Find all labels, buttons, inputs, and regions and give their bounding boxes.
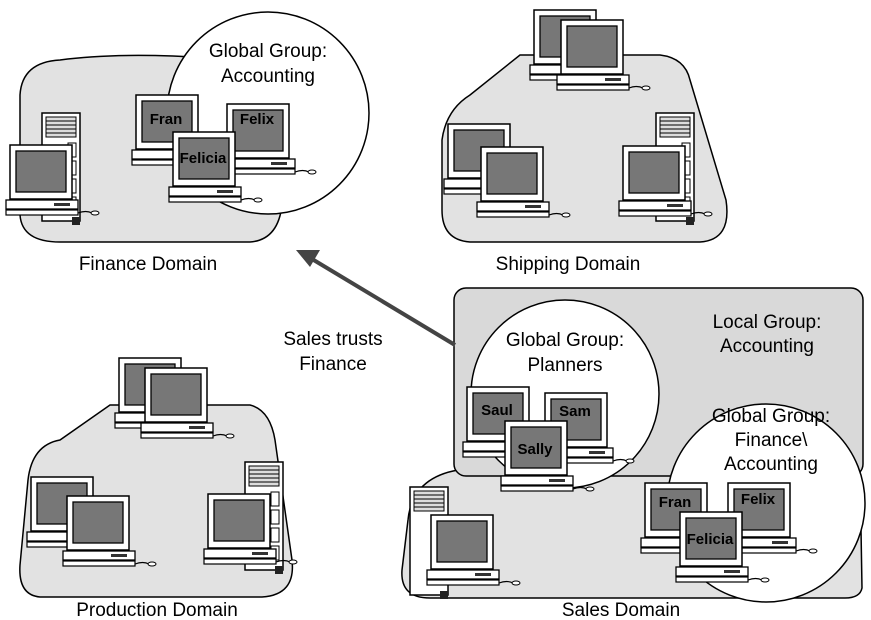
trust-relationship: Sales trusts Finance	[283, 250, 457, 375]
user-label: Fran	[659, 494, 692, 511]
user-label: Fran	[150, 111, 183, 128]
domain-label: Sales Domain	[562, 600, 680, 620]
user-label: Felicia	[180, 150, 227, 167]
user-label: Sam	[559, 403, 591, 420]
group-title: Global Group:	[712, 406, 830, 427]
domain-label: Finance Domain	[79, 254, 217, 275]
user-label: Felix	[240, 111, 275, 128]
sales-domain: Local Group: Accounting Global Group: Pl…	[401, 287, 866, 620]
group-name: Accounting	[720, 336, 814, 357]
production-domain: Production Domain	[19, 357, 298, 620]
user-label: Felix	[741, 491, 776, 508]
domain-label: Shipping Domain	[496, 254, 641, 275]
finance-domain: Global Group: Accounting Fran Felix Feli…	[5, 11, 370, 275]
group-title: Global Group:	[209, 41, 327, 62]
group-title: Local Group:	[713, 312, 822, 333]
user-label: Sally	[517, 441, 553, 458]
domain-label: Production Domain	[76, 600, 238, 620]
user-label: Felicia	[687, 531, 734, 548]
trust-arrow	[310, 257, 457, 347]
trust-label-line2: Finance	[299, 354, 367, 375]
group-name: Finance\	[735, 430, 809, 451]
user-label: Saul	[481, 402, 513, 419]
arrowhead-icon	[296, 250, 320, 267]
trust-label-line1: Sales trusts	[283, 329, 382, 350]
group-title: Global Group:	[506, 330, 624, 351]
group-name: Planners	[528, 355, 603, 376]
group-name: Accounting	[724, 454, 818, 475]
group-name: Accounting	[221, 66, 315, 87]
shipping-domain: Shipping Domain	[441, 9, 728, 275]
